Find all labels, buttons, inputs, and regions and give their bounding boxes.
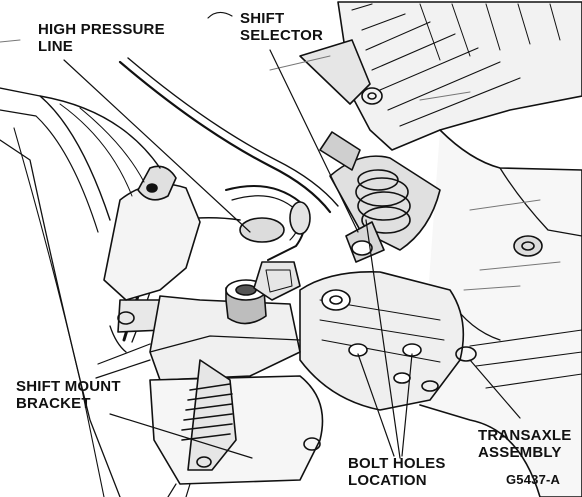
leader-transaxle <box>469 359 521 419</box>
label-shift-mount-bracket-line2: BRACKET <box>16 395 91 412</box>
label-high-pressure-line-line2: LINE <box>38 38 73 55</box>
label-bolt-holes-location-line2: LOCATION <box>348 472 427 489</box>
lower-shift-bracket <box>149 359 324 497</box>
shift-mount-bracket <box>103 165 301 381</box>
figure-code: G5437-A <box>506 472 561 487</box>
label-high-pressure-line-line1: HIGH PRESSURE <box>38 21 165 38</box>
leader-tick-top <box>207 11 233 19</box>
label-shift-selector-line1: SHIFT <box>240 10 285 27</box>
label-shift-mount-bracket-line1: SHIFT MOUNT <box>16 378 121 395</box>
background-lines <box>0 39 561 291</box>
label-shift-mount-bracket: SHIFT MOUNT BRACKET <box>16 378 121 412</box>
label-transaxle-assembly-line2: ASSEMBLY <box>478 444 562 461</box>
label-high-pressure-line: HIGH PRESSURE LINE <box>38 21 165 55</box>
transaxle-lower-body <box>299 271 477 411</box>
leader-high-pressure-line <box>63 59 251 233</box>
label-transaxle-assembly: TRANSAXLE ASSEMBLY <box>478 427 571 461</box>
transaxle-upper-case <box>299 1 582 151</box>
label-transaxle-assembly-line1: TRANSAXLE <box>478 427 572 444</box>
label-shift-selector: SHIFT SELECTOR <box>240 10 323 44</box>
leader-lines <box>63 11 521 459</box>
chassis-frame-lines <box>0 87 161 497</box>
label-bolt-holes-location: BOLT HOLES LOCATION <box>348 455 446 489</box>
label-shift-selector-line2: SELECTOR <box>240 27 324 44</box>
transaxle-housing <box>419 129 582 497</box>
leader-bolt-holes-2 <box>357 353 395 457</box>
shift-selector-boot <box>319 131 441 263</box>
high-pressure-line <box>118 57 339 261</box>
leader-shift-mount-bracket <box>109 413 253 459</box>
leader-shift-selector <box>269 49 359 233</box>
leader-bolt-holes-3 <box>401 353 413 457</box>
leader-bolt-holes-1 <box>365 219 401 459</box>
label-bolt-holes-location-line1: BOLT HOLES <box>348 455 446 472</box>
